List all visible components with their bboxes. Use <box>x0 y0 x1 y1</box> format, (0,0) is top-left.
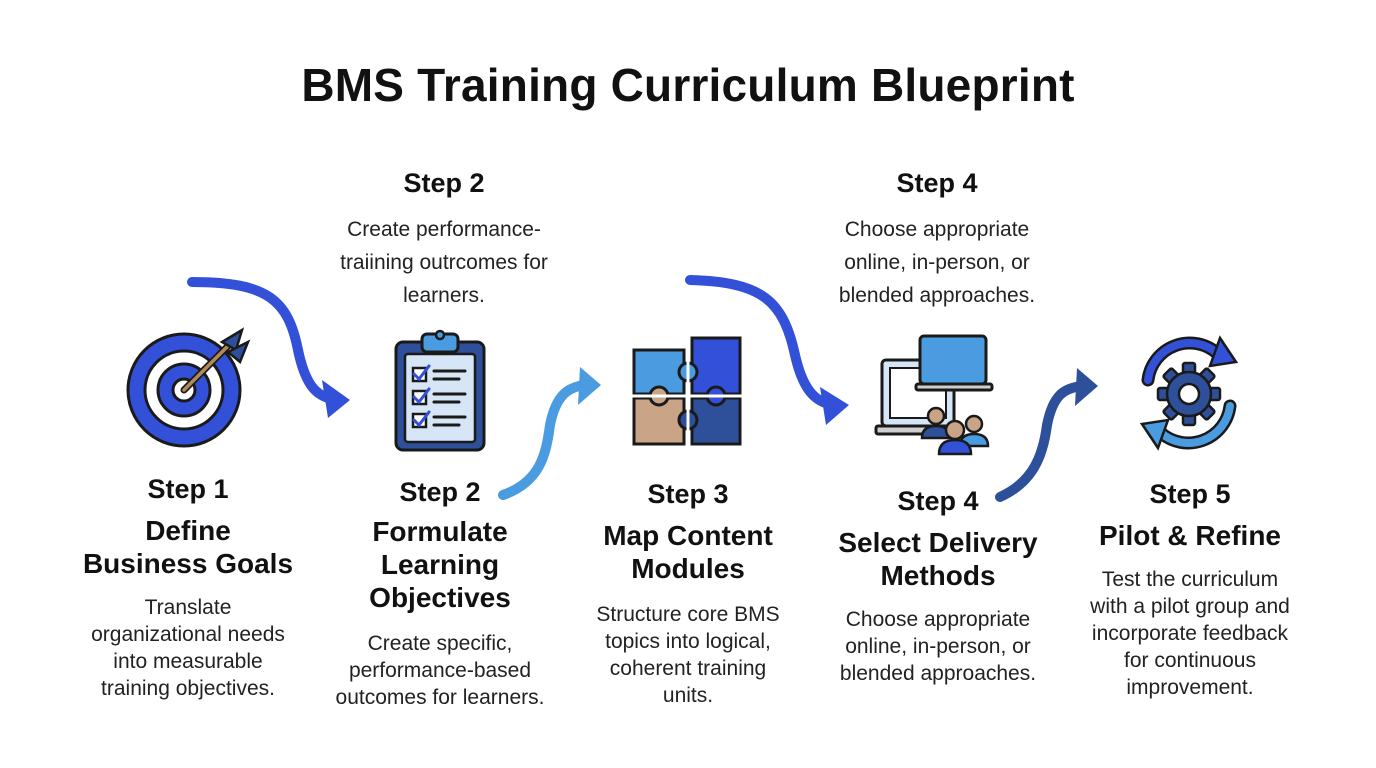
desc-line: performance-based <box>348 659 532 682</box>
arrow-step4-to-step5 <box>995 381 1087 502</box>
page-title: BMS Training Curriculum Blueprint <box>301 59 1075 111</box>
clipboard-checklist-icon <box>393 328 489 454</box>
desc-line: improvement. <box>1126 676 1254 699</box>
top-note-step-label: Step 4 <box>896 168 978 198</box>
heading-line: Modules <box>631 553 745 584</box>
desc-line: Structure core BMS <box>596 603 780 626</box>
top-note-description: Create performance- traiining outrcomes … <box>314 213 574 312</box>
arrow-step3-to-step4 <box>685 275 838 410</box>
heading-line: Map Content <box>603 520 773 551</box>
step-heading: Map Content Modules <box>572 519 804 585</box>
desc-line: training objectives. <box>101 677 275 700</box>
step-label: Step 5 <box>1149 479 1231 509</box>
heading-line: Learning <box>380 549 500 580</box>
step-label: Step 2 <box>399 477 481 507</box>
gear-cycle-icon <box>1126 332 1252 456</box>
desc-line: topics into logical, <box>605 630 771 653</box>
desc-line: learners. <box>403 284 485 307</box>
arrow-step1-to-step2 <box>187 277 343 405</box>
desc-line: online, in-person, or <box>845 635 1031 658</box>
heading-line: Define <box>145 515 231 546</box>
desc-line: with a pilot group and <box>1090 595 1290 618</box>
step-heading: Define Business Goals <box>70 514 306 580</box>
top-note-step-label: Step 2 <box>403 168 485 198</box>
top-note-step-2: Step 2 Create performance- traiining out… <box>314 168 574 312</box>
arrowhead-icon <box>578 367 601 405</box>
desc-line: blended approaches. <box>838 284 1036 307</box>
desc-line: coherent training <box>609 657 767 680</box>
desc-line: Create performance- <box>347 218 541 241</box>
top-note-step-4: Step 4 Choose appropriate online, in-per… <box>807 168 1067 312</box>
arrowhead-icon <box>322 380 350 418</box>
step-2-column: Step 2 Formulate Learning Objectives Cre… <box>318 475 562 711</box>
arrowhead-icon <box>820 387 849 425</box>
desc-line: incorporate feedback <box>1091 622 1289 645</box>
desc-line: units. <box>662 684 714 707</box>
target-icon <box>124 327 251 450</box>
desc-line: online, in-person, or <box>844 251 1030 274</box>
step-description: Choose appropriate online, in-person, or… <box>818 606 1058 687</box>
step-label: Step 3 <box>647 479 729 509</box>
desc-line: into measurable <box>113 650 263 673</box>
desc-line: organizational needs <box>91 623 285 646</box>
step-heading: Pilot & Refine <box>1070 519 1310 552</box>
step-label: Step 1 <box>147 474 229 504</box>
desc-line: Choose appropriate <box>845 608 1031 631</box>
step-3-column: Step 3 Map Content Modules Structure cor… <box>572 477 804 709</box>
step-4-column: Step 4 Select Delivery Methods Choose ap… <box>818 484 1058 687</box>
step-description: Structure core BMS topics into logical, … <box>572 601 804 709</box>
devices-people-icon <box>874 334 996 458</box>
desc-line: Choose appropriate <box>844 218 1030 241</box>
step-label: Step 4 <box>897 486 979 516</box>
heading-line: Select Delivery <box>838 527 1038 558</box>
step-description: Translate organizational needs into meas… <box>70 594 306 702</box>
desc-line: blended approaches. <box>839 662 1037 685</box>
desc-line: Translate <box>144 596 232 619</box>
heading-line: Pilot & Refine <box>1098 520 1281 551</box>
step-description: Test the curriculum with a pilot group a… <box>1070 566 1310 701</box>
desc-line: Create specific, <box>367 632 513 655</box>
desc-line: traiining outrcomes for <box>340 251 548 274</box>
step-1-column: Step 1 Define Business Goals Translate o… <box>70 472 306 702</box>
arrow-step2-to-step3 <box>498 380 590 500</box>
step-5-column: Step 5 Pilot & Refine Test the curriculu… <box>1070 477 1310 701</box>
desc-line: for continuous <box>1124 649 1256 672</box>
heading-line: Business Goals <box>82 548 294 579</box>
step-heading: Select Delivery Methods <box>818 526 1058 592</box>
step-description: Create specific, performance-based outco… <box>318 630 562 711</box>
puzzle-icon <box>630 334 746 448</box>
desc-line: Test the curriculum <box>1101 568 1279 591</box>
top-note-description: Choose appropriate online, in-person, or… <box>807 213 1067 312</box>
heading-line: Objectives <box>369 582 511 613</box>
heading-line: Formulate <box>372 516 508 547</box>
arrowhead-icon <box>1075 368 1098 406</box>
heading-line: Methods <box>880 560 996 591</box>
step-heading: Formulate Learning Objectives <box>318 515 562 614</box>
desc-line: outcomes for learners. <box>335 686 545 709</box>
